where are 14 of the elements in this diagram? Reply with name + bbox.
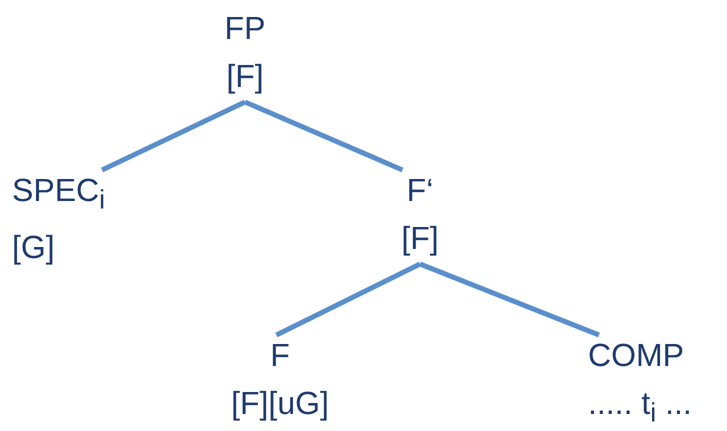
feature-label: [F] (400, 219, 440, 258)
feature-label: [G] (12, 228, 56, 268)
category-label: SPEC$_{i}$ (12, 171, 106, 216)
category-label: F‘ (406, 171, 434, 210)
category-label: COMP (588, 336, 685, 375)
tree-branch (275, 262, 422, 338)
category-label: F (269, 336, 291, 375)
tree-branch (244, 100, 404, 172)
tree-branch (419, 262, 600, 338)
feature-label: ..... t$_{i}$ ... (588, 384, 693, 430)
category-label: FP (224, 9, 266, 48)
tree-branch (100, 100, 246, 172)
feature-label: [F] (225, 57, 265, 96)
feature-label: [F][uG] (230, 384, 330, 423)
